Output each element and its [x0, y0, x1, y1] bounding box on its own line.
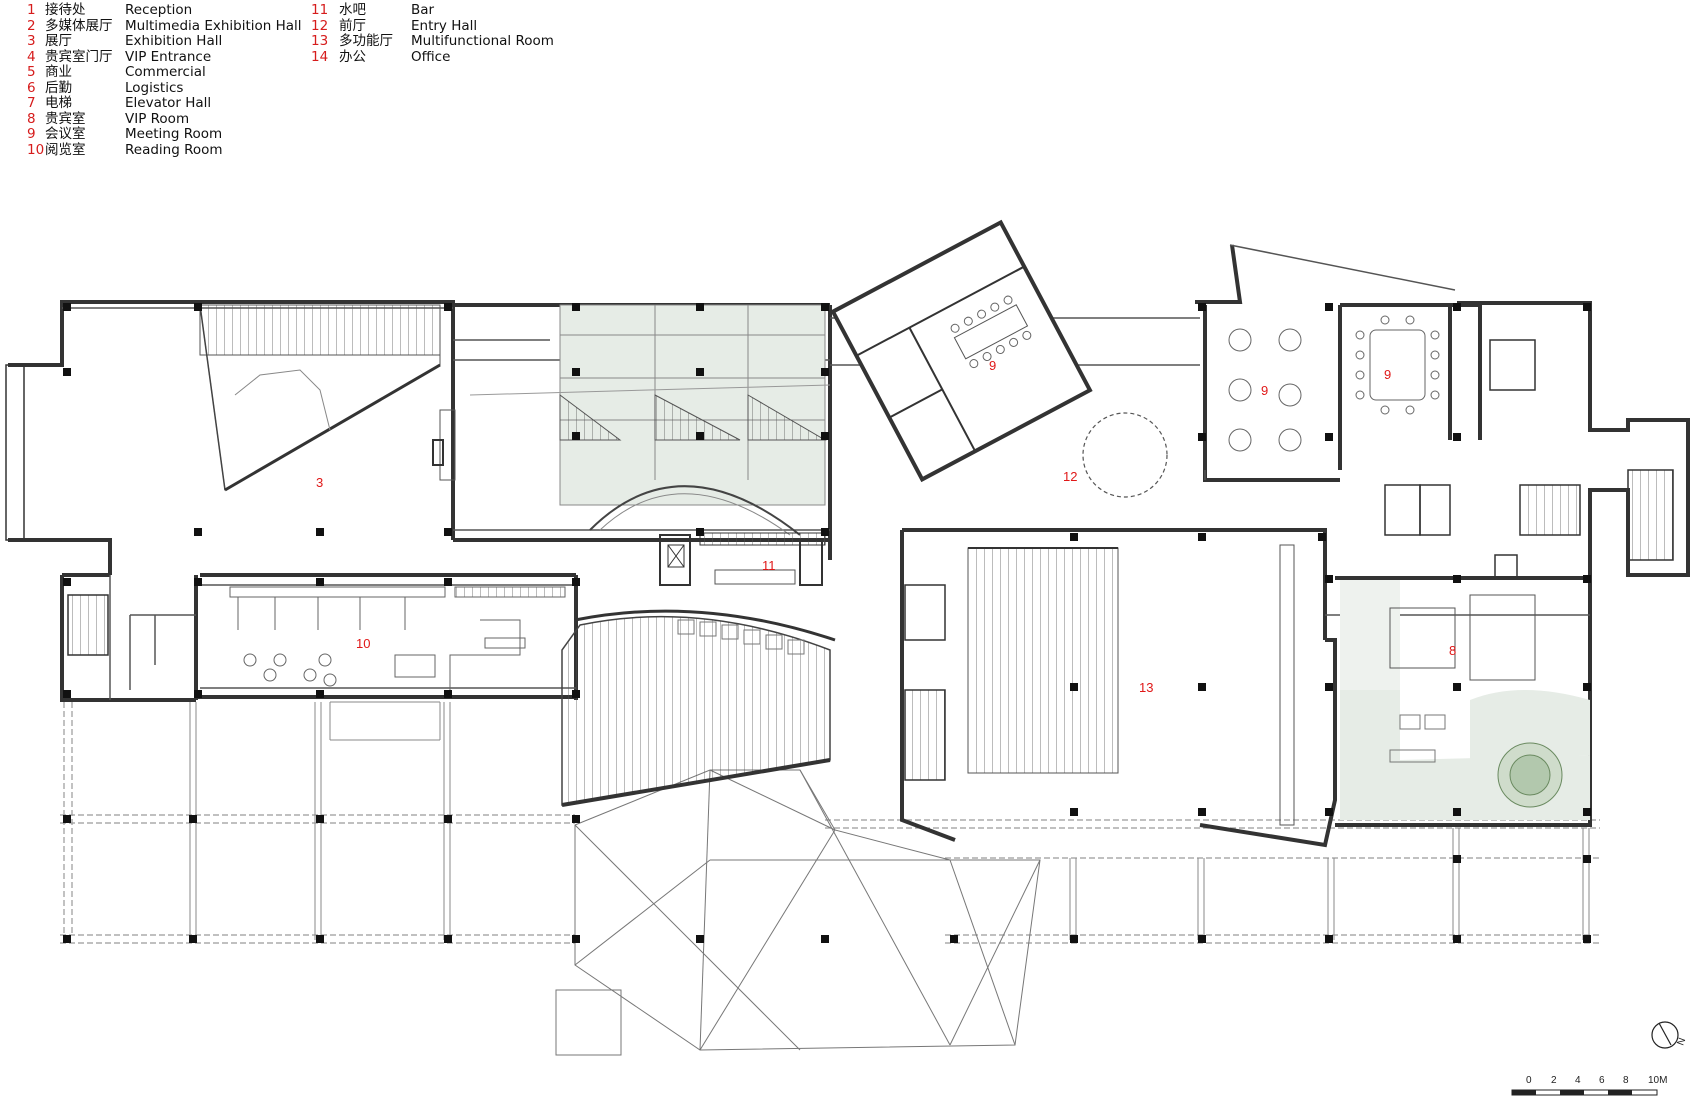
- reading-room-furniture: [229, 586, 566, 690]
- room-label-entry: 12: [1063, 469, 1077, 484]
- right-service-core: [1384, 339, 1674, 578]
- legend-zh: 贵宾室门厅: [45, 48, 113, 65]
- multimedia-hall: [469, 304, 831, 536]
- room-label-vip: 8: [1449, 643, 1456, 658]
- room-label-reading: 10: [356, 636, 370, 651]
- legend-item: 1 接待处 Reception: [27, 2, 327, 19]
- legend-number: 10: [27, 141, 45, 158]
- legend-zh: 前厅: [339, 17, 366, 34]
- right-meeting-rooms: [1228, 315, 1440, 452]
- left-stair: [67, 594, 109, 656]
- legend-number: 13: [311, 33, 329, 49]
- columns: [63, 303, 1591, 943]
- north-arrow-icon: N: [1651, 1021, 1688, 1049]
- legend-en: VIP Entrance: [125, 48, 212, 65]
- scale-tick: 2: [1551, 1075, 1557, 1086]
- legend-zh: 接待处: [45, 2, 86, 18]
- entry-circle: [1082, 412, 1168, 498]
- scale-tick: 10M: [1648, 1075, 1667, 1086]
- legend-item: 14 办公 Office: [311, 48, 611, 66]
- pavilion-outline: [555, 989, 622, 1056]
- legend: 1 接待处 Reception 2 多媒体展厅 Multimedia Exhibitio…: [0, 0, 700, 170]
- legend-zh: 水吧: [339, 2, 366, 18]
- legend-en: VIP Room: [125, 110, 190, 127]
- scale-bar: 0 2 4 6 8 10M: [1511, 1075, 1667, 1096]
- legend-zh: 商业: [45, 64, 72, 80]
- legend-zh: 办公: [339, 48, 366, 65]
- angled-meeting-block: [830, 219, 1093, 483]
- legend-number: 3: [27, 33, 36, 49]
- legend-en: Bar: [411, 2, 435, 18]
- legend-zh: 多媒体展厅: [45, 17, 113, 34]
- legend-en: Exhibition Hall: [125, 33, 223, 49]
- legend-item: 12 前厅 Entry Hall: [311, 17, 611, 35]
- legend-en: Entry Hall: [411, 17, 478, 34]
- legend-item: 9 会议室 Meeting Room: [27, 126, 327, 143]
- bar: [659, 532, 826, 586]
- legend-en: Reception: [125, 2, 193, 18]
- scale-tick: 6: [1599, 1075, 1605, 1086]
- exhibition-hall: [199, 304, 456, 492]
- legend-zh: 电梯: [45, 95, 72, 111]
- legend-item: 6 后勤 Logistics: [27, 79, 327, 97]
- legend-en: Logistics: [125, 79, 184, 96]
- legend-number: 1: [27, 2, 36, 18]
- exterior-walls: [8, 244, 1690, 848]
- north-label: N: [1675, 1036, 1688, 1047]
- grand-stair: [561, 609, 836, 807]
- room-label-exhibition: 3: [316, 475, 323, 490]
- legend-number: 9: [27, 126, 36, 142]
- legend-number: 14: [311, 48, 329, 65]
- legend-item: 8 贵宾室 VIP Room: [27, 110, 327, 128]
- room-label-bar: 11: [762, 558, 776, 573]
- legend-number: 4: [27, 48, 36, 65]
- legend-zh: 多功能厅: [339, 33, 393, 49]
- legend-number: 8: [27, 110, 36, 127]
- legend-en: Multimedia Exhibition Hall: [125, 17, 302, 34]
- room-label-meeting-a: 9: [1261, 383, 1268, 398]
- legend-item: 2 多媒体展厅 Multimedia Exhibition Hall: [27, 17, 327, 35]
- room-label-meeting-rotated: 9: [989, 358, 996, 373]
- vip-room: [1340, 580, 1590, 820]
- legend-item: 3 展厅 Exhibition Hall: [27, 33, 327, 50]
- entrance-canopy: [574, 769, 1041, 1051]
- legend-zh: 会议室: [45, 126, 86, 142]
- legend-number: 2: [27, 17, 36, 34]
- legend-number: 12: [311, 17, 329, 34]
- legend-en: Elevator Hall: [125, 95, 212, 111]
- legend-item: 5 商业 Commercial: [27, 64, 327, 81]
- legend-number: 7: [27, 95, 36, 111]
- legend-item: 13 多功能厅 Multifunctional Room: [311, 33, 611, 50]
- legend-zh: 展厅: [45, 33, 72, 49]
- legend-zh: 贵宾室: [45, 110, 86, 127]
- legend-zh: 后勤: [45, 79, 72, 96]
- legend-item: 7 电梯 Elevator Hall: [27, 95, 327, 112]
- legend-number: 6: [27, 79, 36, 96]
- legend-number: 11: [311, 2, 329, 18]
- scale-tick: 0: [1526, 1075, 1532, 1086]
- legend-item: 4 贵宾室门厅 VIP Entrance: [27, 48, 327, 66]
- legend-zh: 阅览室: [45, 141, 86, 158]
- side-stair: [904, 584, 946, 781]
- legend-en: Meeting Room: [125, 126, 223, 142]
- scale-tick: 4: [1575, 1075, 1581, 1086]
- room-label-meeting-b: 9: [1384, 367, 1391, 382]
- legend-en: Reading Room: [125, 141, 223, 158]
- room-label-multifunctional: 13: [1139, 680, 1153, 695]
- legend-item: 11 水吧 Bar: [311, 2, 611, 19]
- auditorium-seating: [967, 544, 1295, 826]
- scale-tick: 8: [1623, 1075, 1629, 1086]
- legend-en: Office: [411, 48, 451, 65]
- legend-en: Commercial: [125, 64, 206, 80]
- legend-number: 5: [27, 64, 36, 80]
- legend-en: Multifunctional Room: [411, 33, 554, 49]
